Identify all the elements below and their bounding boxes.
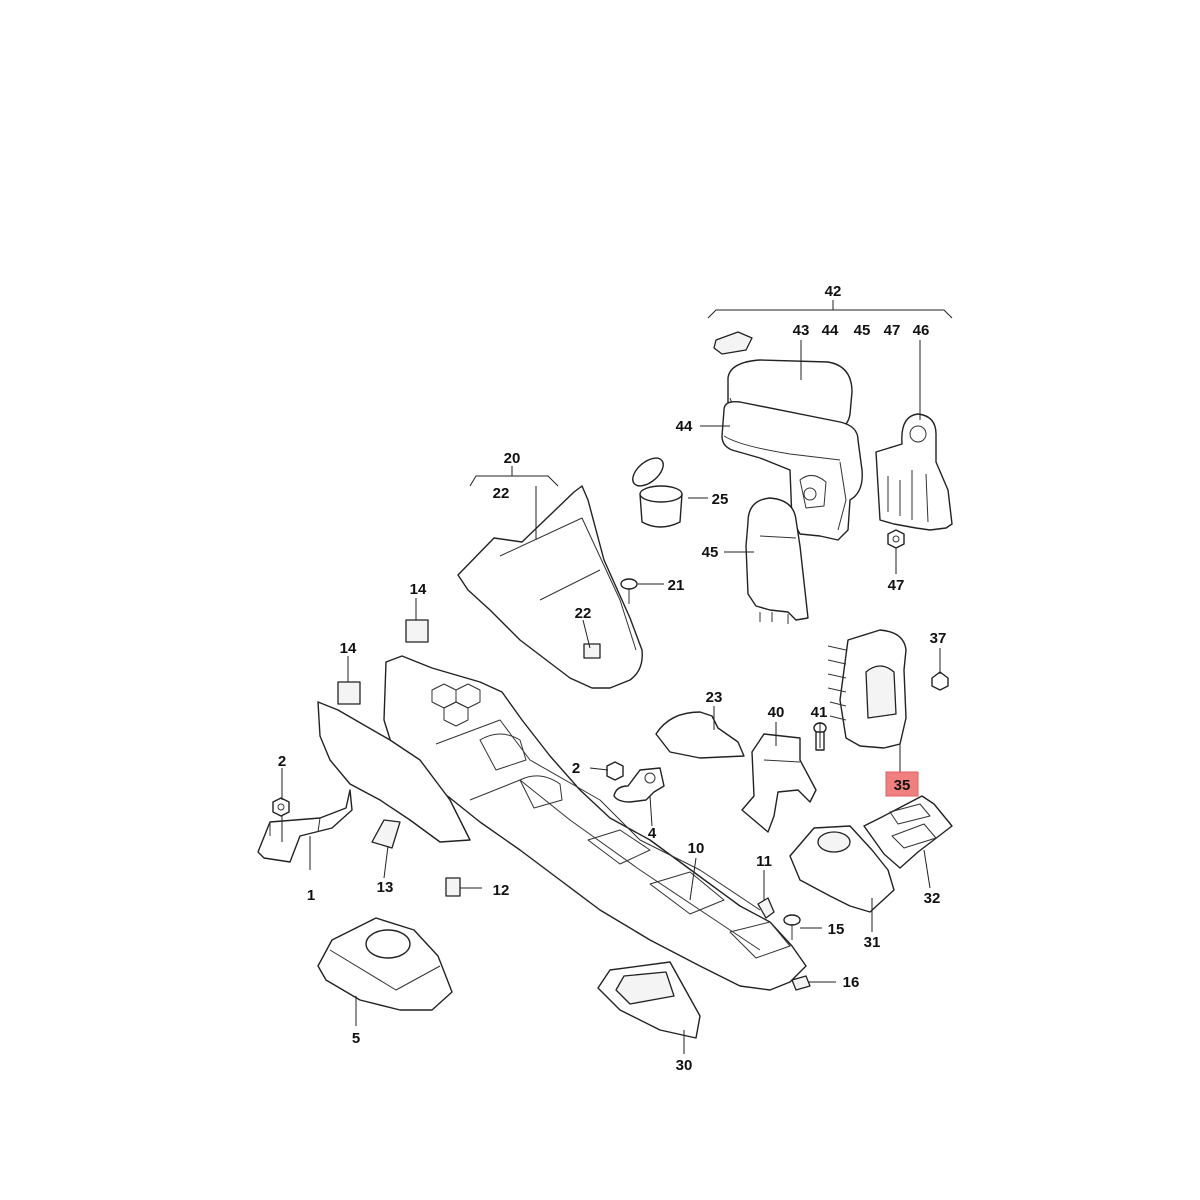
rear-console-panel[interactable] xyxy=(457,485,643,689)
callout-2-right[interactable]: 2 xyxy=(572,760,580,777)
bracket-40[interactable] xyxy=(741,733,817,833)
callout-47-bottom[interactable]: 47 xyxy=(888,577,905,594)
callout-14-top[interactable]: 14 xyxy=(410,581,427,598)
callout-22-top[interactable]: 22 xyxy=(493,485,510,502)
armrest-side-cover-left[interactable] xyxy=(745,497,809,624)
callout-46[interactable]: 46 xyxy=(913,322,930,339)
callout-14-left[interactable]: 14 xyxy=(340,640,357,657)
screw-15[interactable] xyxy=(783,914,801,940)
trim-panel-32[interactable] xyxy=(863,795,953,869)
leader-lines xyxy=(281,340,941,1054)
nut-47[interactable] xyxy=(887,529,905,549)
callout-23[interactable]: 23 xyxy=(706,689,723,706)
callout-40[interactable]: 40 xyxy=(768,704,785,721)
bracket-4[interactable] xyxy=(613,767,665,803)
callout-30[interactable]: 30 xyxy=(676,1057,693,1074)
cupholder-insert[interactable] xyxy=(628,453,683,528)
callout-44-side[interactable]: 44 xyxy=(676,418,693,435)
console-side-trim[interactable] xyxy=(317,701,471,843)
callout-42[interactable]: 42 xyxy=(825,283,842,300)
callout-labels: 42 43 44 45 47 46 44 25 45 47 20 22 21 2… xyxy=(278,283,947,1074)
callout-37[interactable]: 37 xyxy=(930,630,947,647)
armrest-cap xyxy=(713,331,753,355)
callout-13[interactable]: 13 xyxy=(377,879,394,896)
shift-boot-cover-31[interactable] xyxy=(789,825,895,913)
callout-31[interactable]: 31 xyxy=(864,934,881,951)
callout-15[interactable]: 15 xyxy=(828,921,845,938)
callout-32[interactable]: 32 xyxy=(924,890,941,907)
clip-11[interactable] xyxy=(757,897,775,919)
center-console[interactable] xyxy=(383,655,807,991)
callout-2-left[interactable]: 2 xyxy=(278,753,286,770)
callout-5[interactable]: 5 xyxy=(352,1030,360,1047)
storage-tray-30[interactable] xyxy=(597,961,701,1039)
nut-2-left[interactable] xyxy=(272,797,290,817)
foam-pad-b xyxy=(337,681,361,705)
callout-35[interactable]: 35 xyxy=(894,777,911,794)
highlight-box-35 xyxy=(885,771,919,797)
callout-25[interactable]: 25 xyxy=(712,491,729,508)
trim-panel-23[interactable] xyxy=(655,711,745,759)
screw-21[interactable] xyxy=(620,578,638,604)
callout-21[interactable]: 21 xyxy=(668,577,685,594)
callout-4[interactable]: 4 xyxy=(648,825,657,842)
clip-16[interactable] xyxy=(791,975,811,991)
shifter-trim-35[interactable] xyxy=(827,629,907,749)
callout-20[interactable]: 20 xyxy=(504,450,521,467)
armrest-side-cover-right[interactable] xyxy=(875,413,953,531)
callout-45-side[interactable]: 45 xyxy=(702,544,719,561)
screw-37[interactable] xyxy=(931,671,949,691)
group-bracket-42 xyxy=(707,300,953,319)
clip-13[interactable] xyxy=(371,819,401,849)
mounting-bracket[interactable] xyxy=(257,789,353,863)
callout-43[interactable]: 43 xyxy=(793,322,810,339)
callout-44-top[interactable]: 44 xyxy=(822,322,839,339)
nut-2-right[interactable] xyxy=(606,761,624,781)
callout-47-top[interactable]: 47 xyxy=(884,322,901,339)
callout-41[interactable]: 41 xyxy=(811,704,828,721)
callout-12[interactable]: 12 xyxy=(493,882,510,899)
callout-10[interactable]: 10 xyxy=(688,840,705,857)
callout-1[interactable]: 1 xyxy=(307,887,315,904)
foam-pad-a xyxy=(405,619,429,643)
shift-knob-housing-5[interactable] xyxy=(317,917,453,1011)
callout-11[interactable]: 11 xyxy=(756,853,772,870)
callout-45-top[interactable]: 45 xyxy=(854,322,871,339)
callout-16[interactable]: 16 xyxy=(843,974,860,991)
armrest-base[interactable] xyxy=(721,400,863,541)
callout-22-bottom[interactable]: 22 xyxy=(575,605,592,622)
clip-12[interactable] xyxy=(445,877,461,897)
